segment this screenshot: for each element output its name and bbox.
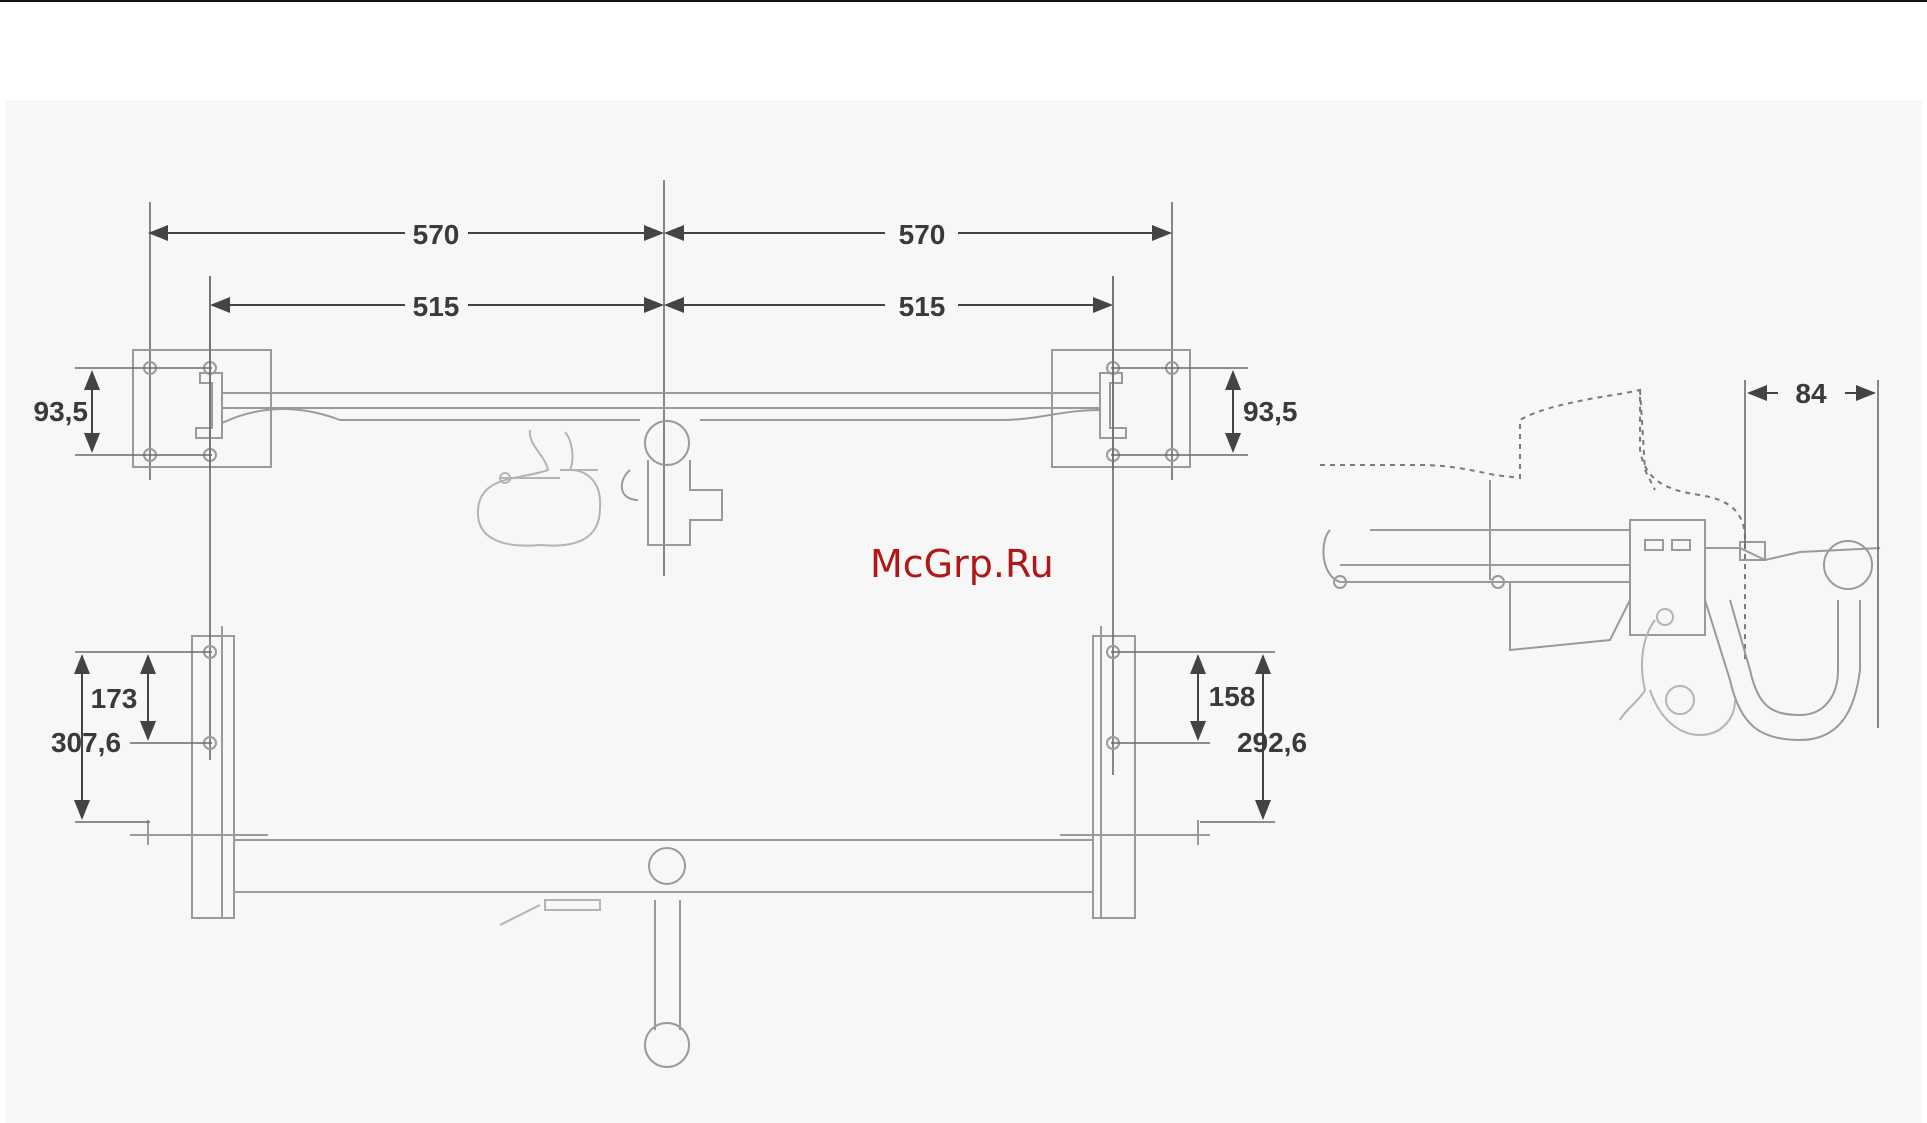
tow-neck	[648, 460, 722, 545]
side-mount-slot	[1645, 540, 1663, 550]
side-beam	[1323, 530, 1630, 582]
side-view: 84	[1320, 378, 1880, 740]
dim-93-left: 93,5	[34, 396, 89, 427]
rear-socket-plate	[500, 900, 600, 925]
dim-158: 158	[1209, 681, 1256, 712]
swan-neck-inner	[1730, 600, 1838, 715]
dim-292: 292,6	[1237, 727, 1307, 758]
rear-view: 173 307,6 158 292,6	[51, 276, 1307, 1067]
top-view: 570 570 515 515 93,5 93,5	[34, 180, 1298, 576]
dim-307: 307,6	[51, 727, 121, 758]
socket-assembly	[478, 430, 600, 546]
left-side-member	[192, 636, 234, 918]
tow-neck-detail	[622, 470, 638, 500]
side-lower-bracket	[1510, 582, 1630, 650]
swan-neck	[1705, 600, 1860, 740]
dim-570-left: 570	[413, 219, 460, 250]
dim-173: 173	[91, 683, 138, 714]
rear-tow-base	[645, 1023, 689, 1067]
side-socket-ring	[1657, 609, 1673, 625]
tow-ball	[645, 421, 689, 465]
cross-beam-curve	[700, 410, 1100, 420]
dim-515-right: 515	[899, 291, 946, 322]
car-body-outline	[1640, 390, 1655, 490]
side-mount-slot	[1672, 540, 1690, 550]
side-mount-block	[1630, 520, 1705, 635]
dim-84: 84	[1795, 378, 1827, 409]
dim-515-left: 515	[413, 291, 460, 322]
side-tow-ball	[1824, 541, 1872, 589]
left-bracket-hook	[196, 373, 222, 438]
rear-tow-ball	[649, 848, 685, 884]
right-side-member	[1093, 636, 1135, 918]
dim-93-right: 93,5	[1243, 396, 1298, 427]
side-socket	[1620, 620, 1735, 735]
dim-570-right: 570	[899, 219, 946, 250]
watermark: McGrp.Ru	[870, 542, 1054, 586]
side-socket-ring	[1666, 686, 1694, 714]
car-body-outline	[1320, 390, 1745, 660]
side-cable	[1705, 548, 1880, 560]
rear-tow-neck	[655, 900, 680, 1030]
cross-beam-curve	[222, 409, 640, 423]
